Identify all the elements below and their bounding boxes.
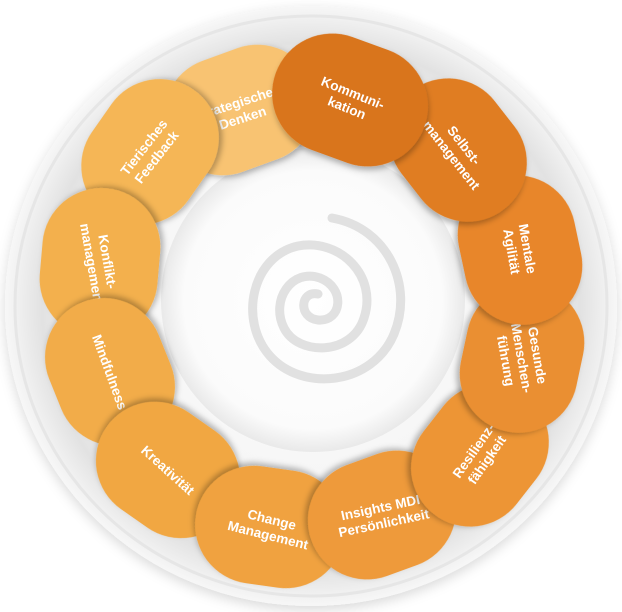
plate-rim <box>13 14 609 598</box>
segment-shape-gesunde-menschenfuehrung <box>459 283 585 433</box>
segment-shape-change-management <box>195 465 345 589</box>
segment-gesunde-menschenfuehrung: GesundeMenschen-führung <box>459 283 585 433</box>
center-disk <box>161 148 465 452</box>
segment-shape-tierisches-feedback <box>81 79 219 225</box>
segment-shape-konfliktmanagement <box>39 188 161 338</box>
segment-tierisches-feedback: TierischesFeedback <box>81 79 219 225</box>
segment-konfliktmanagement: Konflikt-management <box>39 188 161 338</box>
segment-shape-kommunikation <box>272 33 428 167</box>
segment-kommunikation: Kommuni-kation <box>272 33 428 167</box>
center-spiral <box>248 213 406 384</box>
segment-change-management: ChangeManagement <box>195 465 345 589</box>
segments-layer: StrategischesDenkenTierischesFeedbackKon… <box>39 33 585 589</box>
